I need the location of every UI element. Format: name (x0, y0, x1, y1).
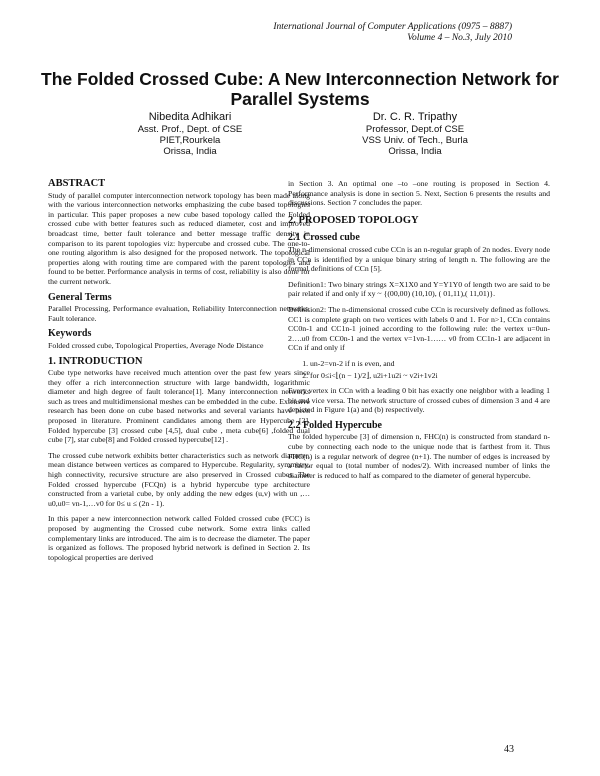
continued-text: in Section 3. An optimal one –to –one ro… (288, 179, 550, 208)
section2-heading: 2. PROPOSED TOPOLOGY (288, 214, 419, 226)
folded-hypercube-heading: 2.2 Folded Hypercube (288, 419, 382, 431)
definition-2: Definition2: The n-dimensional crossed c… (288, 304, 550, 353)
keywords-text: Folded crossed cube, Topological Propert… (48, 340, 264, 350)
condition-list: un-2=vn-2 if n is even, and for 0≤i<⌊(n … (288, 359, 550, 380)
folded-hypercube-text: The folded hypercube [3] of dimension n,… (288, 432, 550, 480)
author-position: Asst. Prof., Dept. of CSE (137, 124, 243, 135)
paper-title: The Folded Crossed Cube: A New Interconn… (41, 69, 559, 109)
crossed-cube-heading: 2.1 Crossed cube (288, 232, 360, 244)
abstract-heading: ABSTRACT (48, 178, 106, 189)
list-item: for 0≤i<⌊(n − 1)/2⌋, u2i+1u2i ~ v2i+1v2i (310, 371, 550, 381)
introduction-heading: 1. INTRODUCTION (48, 355, 143, 367)
definition-1: Definition1: Two binary strings X=X1X0 a… (288, 279, 550, 299)
author-institution: PIET,Rourkela (159, 135, 221, 146)
left-column: ABSTRACT Study of parallel computer inte… (48, 178, 310, 568)
general-terms-heading: General Terms (48, 291, 112, 303)
crossed-cube-neighbor-text: Every vertex in CCn with a leading 0 bit… (288, 386, 550, 415)
author-location: Orissa, India (163, 146, 217, 157)
right-column: in Section 3. An optimal one –to –one ro… (288, 179, 550, 486)
author-name: Nibedita Adhikari (148, 111, 232, 123)
intro-paragraph: Cube type networks have received much at… (48, 368, 310, 445)
author-position: Professor, Dept.of CSE (365, 124, 465, 135)
crossed-cube-text: The n-dimensional crossed cube CCn is an… (288, 244, 550, 274)
list-item: un-2=vn-2 if n is even, and (310, 359, 550, 369)
journal-name: International Journal of Computer Applic… (273, 22, 512, 32)
abstract-text: Study of parallel computer interconnecti… (48, 190, 310, 286)
intro-paragraph: The crossed cube network exhibits better… (48, 450, 310, 508)
author-name: Dr. C. R. Tripathy (372, 111, 458, 123)
journal-header: International Journal of Computer Applic… (192, 22, 512, 44)
author-1: Nibedita Adhikari Asst. Prof., Dept. of … (90, 111, 290, 157)
journal-volume: Volume 4 – No.3, July 2010 (407, 33, 512, 43)
intro-paragraph: In this paper a new interconnection netw… (48, 514, 310, 562)
keywords-heading: Keywords (48, 328, 92, 340)
author-institution: VSS Univ. of Tech., Burla (362, 135, 468, 146)
page-number: 43 (504, 744, 514, 755)
general-terms-text: Parallel Processing, Performance evaluat… (48, 304, 310, 323)
author-location: Orissa, India (388, 146, 442, 157)
author-2: Dr. C. R. Tripathy Professor, Dept.of CS… (315, 111, 515, 157)
